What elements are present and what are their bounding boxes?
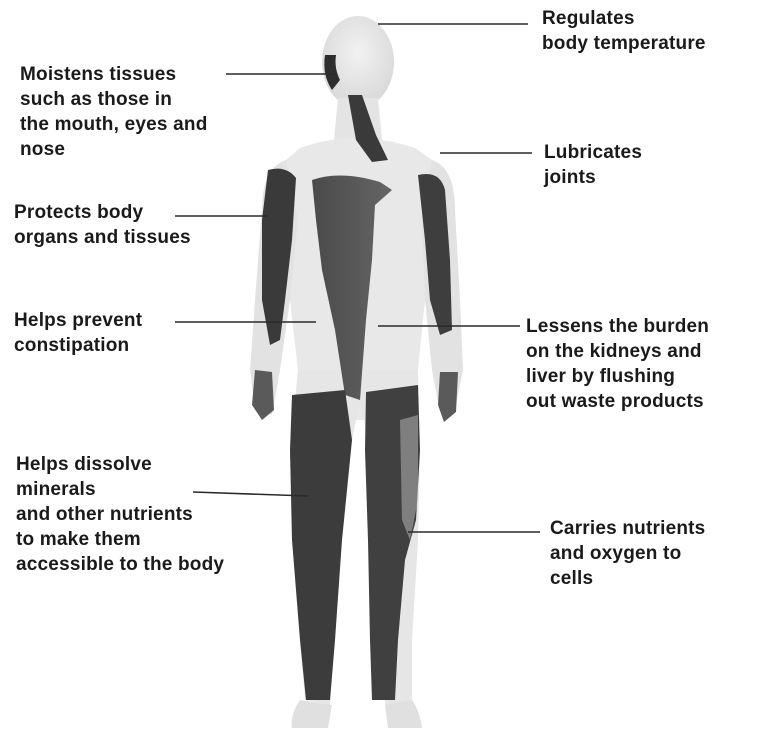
label-prevents-constipation: Helps prevent constipation — [14, 308, 142, 358]
label-line: liver by flushing — [526, 364, 709, 389]
label-line: Carries nutrients — [550, 516, 705, 541]
label-line: the mouth, eyes and — [20, 112, 208, 137]
label-line: constipation — [14, 333, 142, 358]
label-line: Helps prevent — [14, 308, 142, 333]
label-line: such as those in — [20, 87, 208, 112]
label-regulates-temperature: Regulates body temperature — [542, 6, 706, 56]
label-line: minerals — [16, 477, 224, 502]
label-protects-organs: Protects body organs and tissues — [14, 200, 191, 250]
label-line: on the kidneys and — [526, 339, 709, 364]
label-line: nose — [20, 137, 208, 162]
label-dissolves-minerals: Helps dissolve minerals and other nutrie… — [16, 452, 224, 577]
label-line: Regulates — [542, 6, 706, 31]
label-line: Moistens tissues — [20, 62, 208, 87]
label-line: cells — [550, 566, 705, 591]
label-line: Lessens the burden — [526, 314, 709, 339]
label-line: and oxygen to — [550, 541, 705, 566]
label-lessens-burden: Lessens the burden on the kidneys and li… — [526, 314, 709, 414]
label-lubricates-joints: Lubricates joints — [544, 140, 642, 190]
label-line: Lubricates — [544, 140, 642, 165]
label-line: organs and tissues — [14, 225, 191, 250]
label-line: Helps dissolve — [16, 452, 224, 477]
label-line: and other nutrients — [16, 502, 224, 527]
label-line: Protects body — [14, 200, 191, 225]
label-line: out waste products — [526, 389, 709, 414]
label-line: joints — [544, 165, 642, 190]
label-line: accessible to the body — [16, 552, 224, 577]
label-carries-nutrients: Carries nutrients and oxygen to cells — [550, 516, 705, 591]
label-line: to make them — [16, 527, 224, 552]
label-line: body temperature — [542, 31, 706, 56]
label-moistens-tissues: Moistens tissues such as those in the mo… — [20, 62, 208, 162]
